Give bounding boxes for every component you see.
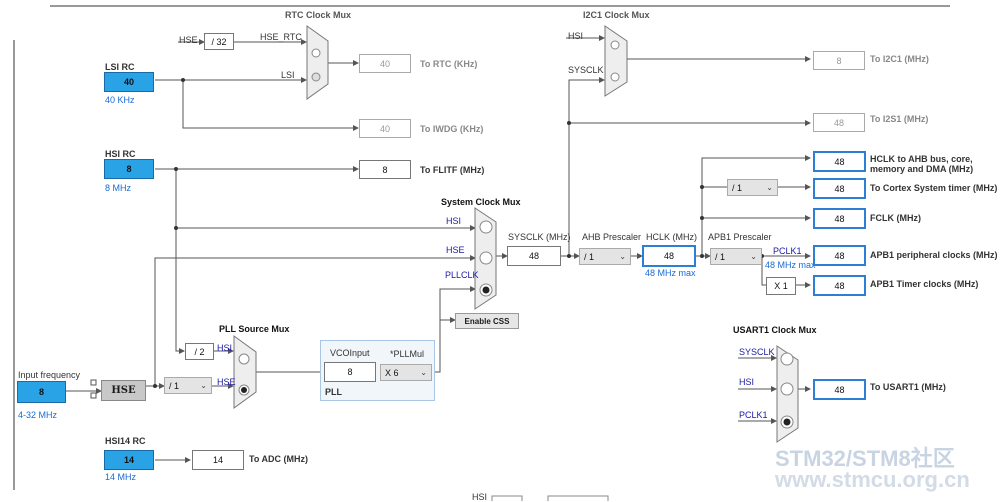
- chevron-down-icon: ⌄: [200, 381, 207, 390]
- usart1-output-field[interactable]: 48: [813, 379, 866, 400]
- chevron-down-icon: ⌄: [420, 368, 427, 377]
- rtc-hse-rtc-label: HSE_RTC: [260, 32, 302, 42]
- pll-hsi-div2-box: / 2: [185, 343, 214, 360]
- bottom-hsi-label: HSI: [472, 492, 488, 502]
- hsi14-rc-source[interactable]: 14: [104, 450, 154, 470]
- pclk1-label: PCLK1: [773, 246, 802, 256]
- cortex-timer-div-select[interactable]: / 1 ⌄: [727, 179, 778, 196]
- ahb-prescaler-label: AHB Prescaler: [582, 232, 642, 242]
- apb1-prescaler-label: APB1 Prescaler: [708, 232, 772, 242]
- lsi-rc-title: LSI RC: [105, 62, 135, 72]
- pll-name: PLL: [325, 387, 342, 397]
- cortex-timer-div-value: / 1: [732, 182, 743, 193]
- rtc-div32-box: / 32: [204, 33, 234, 50]
- hclk-label: HCLK (MHz): [646, 232, 697, 242]
- lsi-rc-freq: 40 KHz: [105, 95, 135, 105]
- hclk-ahb-output-label-2: memory and DMA (MHz): [870, 164, 974, 174]
- hsi-rc-source[interactable]: 8: [104, 159, 154, 179]
- pll-mul-value: X 6: [385, 367, 399, 378]
- ahb-prescaler-value: / 1: [584, 251, 595, 262]
- cortex-timer-output-field[interactable]: 48: [813, 178, 866, 199]
- pll-source-mux-shape: [233, 335, 257, 409]
- pll-vco-label: VCOInput: [330, 348, 370, 358]
- hse-oscillator: HSE: [101, 380, 146, 401]
- hclk-ahb-output-label: HCLK to AHB bus, core,: [870, 154, 973, 164]
- usart1-mux-title: USART1 Clock Mux: [733, 325, 817, 335]
- pclk1-max: 48 MHz max: [765, 260, 816, 270]
- adc-output-label: To ADC (MHz): [249, 454, 308, 464]
- i2c1-sysclk-label: SYSCLK: [568, 65, 604, 75]
- usart1-hsi-label: HSI: [739, 377, 755, 387]
- pll-source-hse-label: HSE: [217, 377, 236, 387]
- apb1-timer-output-label: APB1 Timer clocks (MHz): [870, 279, 979, 289]
- input-frequency-label: Input frequency: [18, 370, 81, 380]
- i2s1-output-label: To I2S1 (MHz): [870, 114, 929, 124]
- pll-mul-select[interactable]: X 6 ⌄: [380, 364, 432, 381]
- input-frequency-range: 4-32 MHz: [18, 410, 58, 420]
- i2c1-mux-shape: [604, 25, 628, 97]
- sysclk-label: SYSCLK (MHz): [508, 232, 571, 242]
- pll-prediv-select[interactable]: / 1 ⌄: [164, 377, 212, 394]
- rtc-output-label: To RTC (KHz): [420, 59, 478, 69]
- rtc-hse-input-label: HSE: [179, 35, 198, 45]
- hsi-rc-freq: 8 MHz: [105, 183, 132, 193]
- flitf-output-label: To FLITF (MHz): [420, 165, 485, 175]
- pll-vco-field[interactable]: 8: [324, 362, 376, 382]
- apb1-timer-output-field[interactable]: 48: [813, 275, 866, 296]
- hsi14-rc-freq: 14 MHz: [105, 472, 137, 482]
- i2s1-output-field[interactable]: 48: [813, 113, 865, 132]
- fclk-output-label: FCLK (MHz): [870, 213, 921, 223]
- i2c1-output-label: To I2C1 (MHz): [870, 54, 929, 64]
- system-mux-pllclk-label: PLLCLK: [445, 270, 479, 280]
- sysclk-field[interactable]: 48: [507, 246, 561, 266]
- enable-css-button[interactable]: Enable CSS: [455, 313, 519, 329]
- apb1-peripheral-output-label: APB1 peripheral clocks (MHz): [870, 250, 998, 260]
- fclk-output-field[interactable]: 48: [813, 208, 866, 229]
- pll-prediv-value: / 1: [169, 380, 180, 391]
- rtc-mux-title: RTC Clock Mux: [285, 10, 352, 20]
- i2c1-output-field[interactable]: 8: [813, 51, 865, 70]
- system-mux-title: System Clock Mux: [441, 197, 521, 207]
- usart1-output-label: To USART1 (MHz): [870, 382, 946, 392]
- hclk-max: 48 MHz max: [645, 268, 696, 278]
- chevron-down-icon: ⌄: [750, 252, 757, 261]
- iwdg-output-label: To IWDG (KHz): [420, 124, 484, 134]
- rtc-mux-shape: [306, 25, 329, 100]
- watermark-title: STM32/STM8社区: [775, 446, 955, 471]
- pll-source-hsi-label: HSI: [217, 343, 233, 353]
- apb1-prescaler-value: / 1: [715, 251, 726, 262]
- lsi-rc-source[interactable]: 40: [104, 72, 154, 92]
- pll-source-mux-title: PLL Source Mux: [219, 324, 290, 334]
- adc-output-field[interactable]: 14: [192, 450, 244, 470]
- usart1-sysclk-label: SYSCLK: [739, 347, 775, 357]
- watermark-url: www.stmcu.org.cn: [775, 467, 970, 492]
- i2c1-hsi-label: HSI: [568, 31, 584, 41]
- hclk-field[interactable]: 48: [642, 245, 696, 267]
- hsi14-rc-title: HSI14 RC: [105, 436, 146, 446]
- system-mux-hse-label: HSE: [446, 245, 465, 255]
- pll-mul-label: *PLLMul: [390, 349, 425, 359]
- chevron-down-icon: ⌄: [619, 252, 626, 261]
- usart1-pclk1-label: PCLK1: [739, 410, 768, 420]
- rtc-output-field[interactable]: 40: [359, 54, 411, 73]
- input-frequency-field[interactable]: 8: [17, 381, 66, 403]
- system-mux-hsi-label: HSI: [446, 216, 462, 226]
- apb1-peripheral-output-field[interactable]: 48: [813, 245, 866, 266]
- flitf-output-field[interactable]: 8: [359, 160, 411, 179]
- cortex-timer-output-label: To Cortex System timer (MHz): [870, 183, 998, 193]
- hsi-rc-title: HSI RC: [105, 149, 136, 159]
- rtc-lsi-label: LSI: [281, 70, 295, 80]
- ahb-prescaler-select[interactable]: / 1 ⌄: [579, 248, 631, 265]
- i2c1-mux-title: I2C1 Clock Mux: [583, 10, 650, 20]
- apb1-prescaler-select[interactable]: / 1 ⌄: [710, 248, 762, 265]
- hclk-ahb-output-field[interactable]: 48: [813, 151, 866, 172]
- chevron-down-icon: ⌄: [766, 183, 773, 192]
- iwdg-output-field[interactable]: 40: [359, 119, 411, 138]
- apb1-timer-multiplier: X 1: [766, 277, 796, 295]
